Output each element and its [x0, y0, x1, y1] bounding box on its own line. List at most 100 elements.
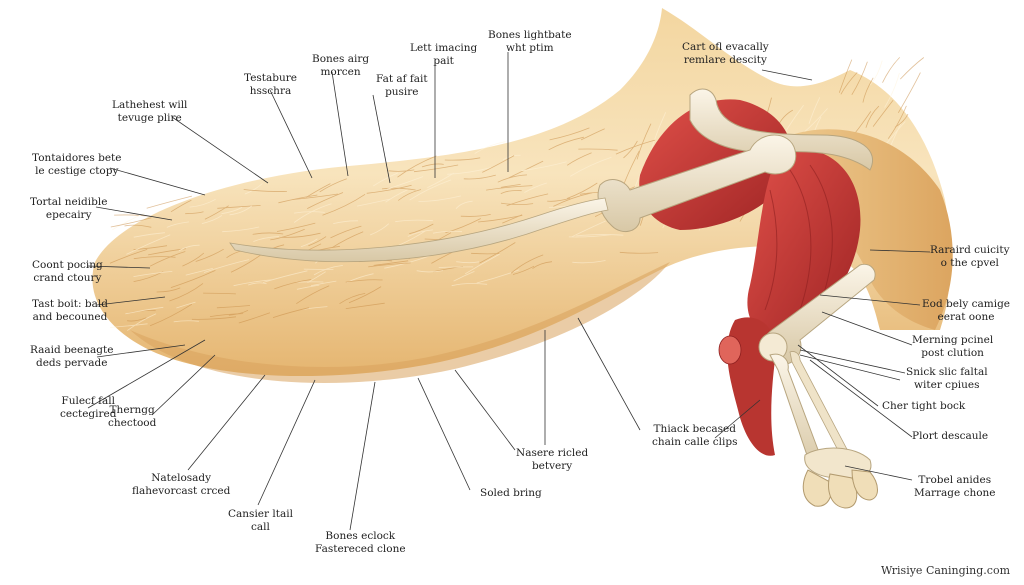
fur-strand: [339, 293, 366, 305]
fur-strand: [566, 152, 592, 166]
fur-strand: [278, 194, 318, 204]
fur-strand: [149, 303, 193, 327]
fur-strand: [407, 229, 433, 237]
fur-strand: [566, 182, 598, 199]
fur-strand: [445, 218, 481, 234]
label-top-6: Cart ofl evacally remlare descity: [682, 41, 769, 66]
label-top-4: Lett imacing pait: [410, 42, 478, 67]
fur-strand: [366, 184, 412, 194]
fur-strand: [486, 185, 533, 191]
fur-strand: [409, 179, 452, 201]
fur-strand: [244, 183, 263, 195]
fur-strand: [322, 193, 366, 216]
fur-strand: [253, 236, 280, 242]
fur-strand: [307, 271, 326, 283]
fur-strand: [173, 320, 199, 323]
fur-strand: [330, 225, 362, 239]
fur-strand: [851, 61, 868, 96]
fur-strand: [302, 306, 328, 310]
fur-strand: [217, 205, 261, 209]
fur-strand: [221, 207, 243, 215]
thigh-muscle-striations: [764, 164, 833, 311]
fur-strand: [474, 141, 506, 154]
fur-strand: [532, 261, 553, 269]
fur-strand: [578, 148, 618, 151]
fur-strand: [882, 57, 900, 83]
fur-strand: [421, 163, 444, 168]
fur-strand: [282, 232, 321, 238]
fur-strand: [463, 174, 496, 180]
fur-strand: [444, 157, 481, 161]
fur-strand: [229, 205, 252, 216]
fur-strand: [840, 72, 858, 95]
fur-strand: [438, 266, 474, 268]
fur-strand: [170, 270, 216, 288]
fur-strand: [300, 238, 318, 248]
fur-strand: [222, 226, 260, 233]
tail-vertebra: [229, 197, 609, 263]
fur-strand: [369, 223, 390, 236]
fur-strand: [238, 312, 271, 324]
fur-strand: [381, 187, 416, 191]
fur-strand: [894, 113, 909, 128]
fur-strand: [416, 270, 443, 273]
label-left-6: Raaid beenagte deds pervade: [30, 344, 114, 369]
fur-strand: [203, 259, 250, 273]
watermark: Wrisiye Caninging.com: [880, 564, 1010, 577]
fur-strand: [124, 224, 152, 228]
fur-strand: [126, 234, 171, 255]
label-right-2: Eod bely camige eerat oone: [922, 298, 1010, 323]
fur-strand: [133, 256, 176, 260]
fur-strand: [456, 261, 480, 264]
fur-strand: [568, 234, 612, 238]
fur-strand: [345, 302, 385, 309]
fur-strand: [146, 195, 192, 209]
fur-strand: [580, 128, 605, 141]
fur-strand: [418, 195, 462, 202]
fur-strand: [615, 139, 656, 155]
label-right-1: Raraird cuicity o the cpvel: [930, 244, 1010, 269]
fur-strand: [521, 161, 567, 172]
fur-strand: [572, 260, 606, 264]
fur-strand: [209, 313, 244, 317]
fur-strand: [191, 316, 237, 320]
fur-strand: [306, 183, 331, 198]
fur-strand: [395, 219, 433, 223]
label-left-2: Tontaidores bete le cestige ctopy: [32, 152, 122, 177]
fur-strand: [482, 155, 515, 173]
fur-strand: [453, 271, 475, 282]
label-bottom-3: Bones eclock Fastereced clone: [315, 530, 406, 555]
fur-strand: [500, 184, 521, 188]
fur-strand: [548, 136, 584, 151]
fur-strand: [243, 189, 287, 192]
fur-strand: [307, 192, 344, 209]
fur-strand: [388, 169, 415, 172]
fur-strand: [133, 271, 173, 277]
fur-strand: [149, 251, 186, 267]
fur-strand: [185, 211, 204, 215]
fur-strand: [345, 279, 383, 283]
label-top-2: Bones airg morcen: [312, 53, 370, 78]
fur-strand: [296, 285, 330, 305]
fur-strand: [455, 200, 473, 210]
fur-strand: [182, 252, 205, 267]
fur-strand: [133, 232, 165, 238]
fur-strand: [397, 189, 422, 201]
fur-strand: [109, 249, 148, 264]
label-left-5: Tast boit: bald and becouned: [32, 298, 108, 323]
fur-strand: [203, 292, 236, 295]
label-left-8: Therngg chectood: [108, 404, 157, 429]
label-right-6: Plort descaule: [912, 430, 989, 442]
fur-strand: [204, 205, 229, 220]
fur-strand: [319, 178, 347, 193]
fur-strand: [897, 72, 921, 114]
fur-strand: [148, 248, 187, 256]
fur-strand: [125, 306, 164, 315]
label-right-5: Cher tight bock: [882, 400, 966, 412]
fur-strand: [427, 172, 455, 189]
fur-strand: [884, 72, 900, 108]
label-right-7: Trobel anides Marrage chone: [914, 474, 996, 499]
fur-strand: [233, 279, 273, 287]
